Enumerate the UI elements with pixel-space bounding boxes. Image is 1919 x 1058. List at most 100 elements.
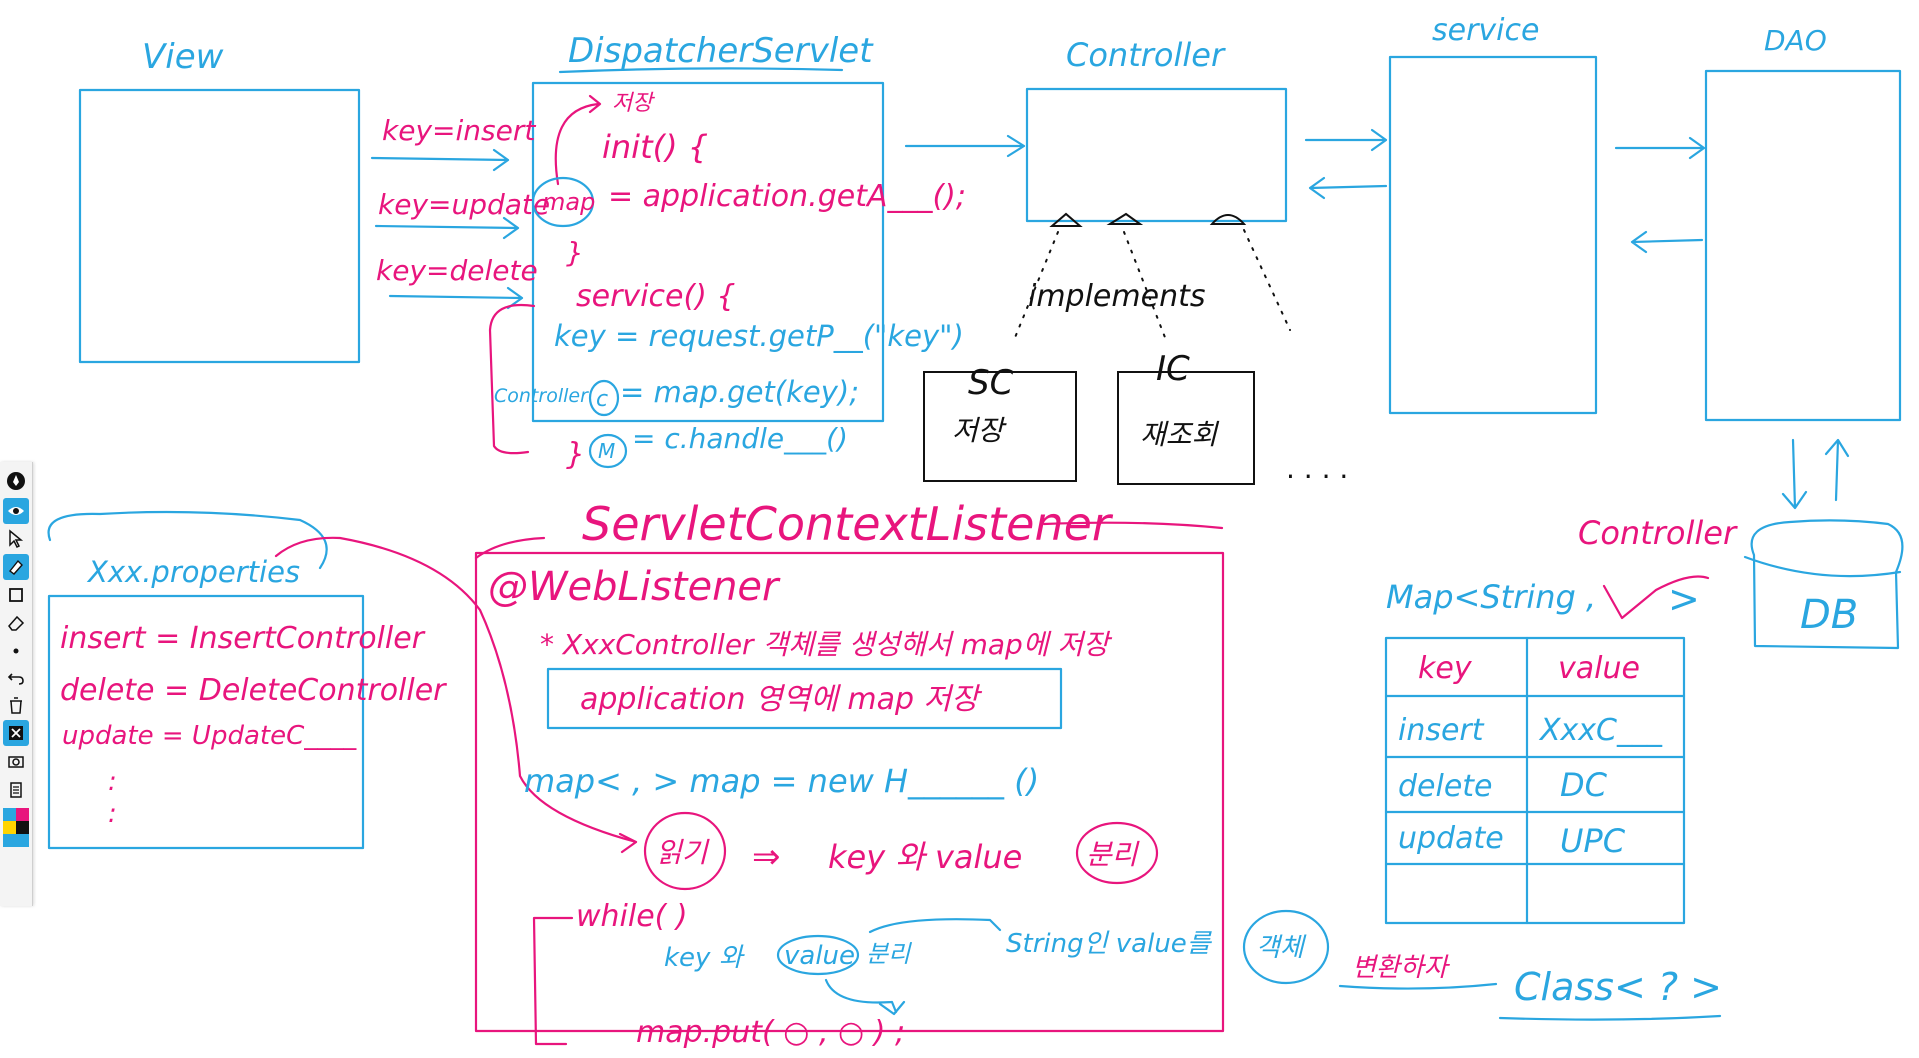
impl-box-sc — [923, 371, 1077, 482]
svg-text:⇒: ⇒ — [752, 837, 781, 877]
svg-text:저장: 저장 — [952, 414, 1007, 447]
color-swatch[interactable] — [3, 834, 16, 847]
properties-filename: Xxx.properties — [86, 555, 300, 589]
table-row-insert-value: XxxC___ — [1538, 713, 1663, 748]
dao-title: DAO — [1764, 24, 1827, 57]
camera-icon[interactable] — [3, 748, 29, 774]
highlighter-icon[interactable] — [3, 554, 29, 580]
properties-line-delete: delete = DeleteController — [60, 673, 447, 708]
eraser-icon[interactable] — [3, 610, 29, 636]
table-header-key: key — [1418, 651, 1473, 686]
table-row-update-value: UPC — [1560, 822, 1626, 860]
drawing-toolbar — [0, 462, 33, 906]
color-swatch[interactable] — [16, 834, 29, 847]
read-text: key 와 value — [828, 838, 1022, 876]
pen-icon[interactable] — [3, 468, 29, 494]
table-row-update-key: update — [1398, 821, 1504, 856]
web-listener-annotation: @WebListener — [488, 564, 781, 610]
pointer-icon[interactable] — [3, 526, 29, 552]
map-declaration: map< , > map = new H______ () — [524, 762, 1039, 800]
svg-text:재조회: 재조회 — [1140, 418, 1220, 451]
impl-box-ic — [1117, 371, 1255, 485]
map-assign-line: = application.getA___(); — [608, 179, 966, 214]
listener-note-2: application 영역에 map 저장 — [580, 682, 983, 717]
rectangle-icon[interactable] — [3, 582, 29, 608]
listener-note-1: * XxxController 객체를 생성해서 map에 저장 — [540, 628, 1112, 661]
read-circle — [643, 811, 727, 891]
svg-text:M: M — [598, 439, 615, 463]
request-labels: key=insert key=update key=delete — [376, 114, 550, 287]
implements-ellipsis: . . . . — [1286, 452, 1348, 485]
view-box — [78, 88, 361, 364]
map-circle — [531, 176, 595, 228]
map-put-line: map.put( ○ , ○ ) ; — [636, 1015, 905, 1050]
dot-icon[interactable] — [3, 638, 29, 664]
svg-text:>: > — [1668, 577, 1700, 621]
clipboard-icon[interactable] — [3, 776, 29, 802]
svg-text:key=insert: key=insert — [382, 114, 536, 147]
controller-type: Controller — [494, 385, 589, 407]
listener-title: ServletContextListener — [582, 497, 1114, 551]
string-note: String인 value를 — [1006, 929, 1213, 959]
listener-note-2-box — [546, 667, 1063, 730]
svg-text::: : — [108, 799, 117, 829]
table-row-insert-key: insert — [1398, 713, 1485, 748]
db-label: DB — [1800, 592, 1858, 638]
dao-box — [1704, 69, 1902, 422]
svg-text:key=delete: key=delete — [376, 254, 538, 287]
svg-text:SC: SC — [968, 363, 1014, 403]
while-line: while( ) — [576, 899, 688, 934]
close-board-icon[interactable] — [3, 720, 29, 746]
svg-text:}: } — [566, 437, 585, 472]
trash-icon[interactable] — [3, 692, 29, 718]
object-circle — [1242, 909, 1330, 985]
listener-box — [474, 551, 1225, 1033]
service-line: service() { — [576, 279, 736, 314]
class-note: Class< ? > — [1514, 965, 1722, 1009]
implements-label: implements — [1028, 279, 1205, 314]
controller-box — [1025, 87, 1288, 223]
table-controller-label: Controller — [1578, 514, 1738, 552]
db-cylinder — [1750, 519, 1904, 650]
color-swatch[interactable] — [3, 821, 16, 834]
color-swatch[interactable] — [16, 808, 29, 821]
svg-text:map: map — [542, 188, 595, 216]
service-box — [1388, 55, 1598, 415]
map-get-line: = map.get(key); — [620, 375, 859, 409]
handle-line: = c.handle___() — [632, 422, 848, 455]
loop-key: key 와 — [664, 943, 746, 973]
undo-icon[interactable] — [3, 664, 29, 690]
init-line: init() { — [602, 128, 708, 166]
table-row-delete-key: delete — [1398, 769, 1493, 804]
table-row-delete-value: DC — [1560, 766, 1608, 804]
svg-text:key=update: key=update — [378, 188, 550, 221]
svg-text:c: c — [596, 387, 608, 412]
dispatcher-title: DispatcherServlet — [568, 31, 874, 71]
view-title: View — [142, 37, 224, 77]
dispatcher-box — [531, 81, 885, 423]
init-note: 저장 — [612, 91, 655, 116]
svg-text:분리: 분리 — [866, 940, 912, 968]
properties-box — [47, 594, 365, 850]
color-swatch[interactable] — [16, 821, 29, 834]
convert-note: 변환하자 — [1352, 953, 1451, 983]
svg-text:읽기: 읽기 — [656, 836, 710, 869]
table-generic: Map<String , — [1386, 578, 1596, 616]
table-header-value: value — [1558, 651, 1640, 686]
map-table — [1384, 636, 1686, 925]
color-palette — [3, 808, 29, 858]
properties-line-insert: insert = InsertController — [60, 621, 426, 656]
loop-value: value — [784, 941, 855, 971]
eye-icon[interactable] — [3, 498, 29, 524]
svg-text:IC: IC — [1156, 349, 1190, 389]
properties-line-update: update = UpdateC____ — [62, 721, 357, 751]
key-line: key = request.getP__("key") — [554, 319, 964, 353]
service-title: service — [1432, 13, 1539, 48]
svg-text:객체: 객체 — [1256, 933, 1307, 963]
split-circle — [1075, 821, 1159, 885]
color-swatch[interactable] — [3, 808, 16, 821]
svg-text:분리: 분리 — [1086, 838, 1140, 871]
svg-text:}: } — [566, 236, 584, 269]
controller-title: Controller — [1066, 36, 1226, 74]
